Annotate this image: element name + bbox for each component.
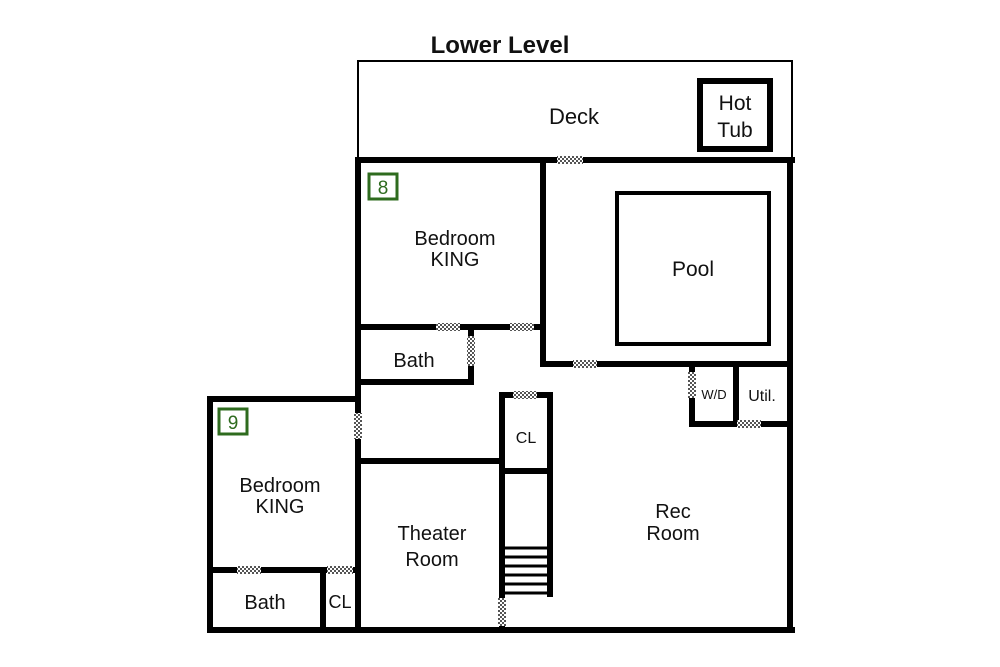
bath-upper-label: Bath	[393, 350, 434, 372]
bedroom-8-label-line2: KING	[431, 249, 480, 271]
wd-label: W/D	[701, 387, 726, 402]
bedroom-9-label-line2: KING	[256, 496, 305, 518]
hot-tub-label-line1: Hot	[719, 92, 752, 115]
doorway	[354, 413, 362, 439]
doorway	[510, 323, 534, 331]
doorway	[327, 566, 353, 574]
bedroom-8-badge: 8	[378, 178, 389, 199]
pool-outline	[615, 191, 771, 346]
doorway	[436, 323, 460, 331]
deck-label: Deck	[549, 104, 600, 129]
theater-room-label-line2: Room	[405, 549, 458, 571]
util-label: Util.	[748, 388, 776, 405]
doorway	[557, 156, 583, 164]
doorway	[688, 372, 696, 398]
pool-label: Pool	[672, 258, 714, 281]
doorway	[513, 391, 537, 399]
doorway	[237, 566, 261, 574]
doorway	[467, 336, 475, 366]
theater-room-label-line1: Theater	[398, 523, 467, 545]
rec-room-label-line2: Room	[646, 523, 699, 545]
doorway	[573, 360, 597, 368]
bedroom-8-label-line1: Bedroom	[414, 228, 495, 250]
hot-tub-outline	[697, 78, 773, 152]
bedroom-9-label-line1: Bedroom	[239, 475, 320, 497]
bath-lower-label: Bath	[244, 592, 285, 614]
rec-room-label-line1: Rec	[655, 501, 691, 523]
bedroom-9-badge: 9	[228, 413, 239, 434]
plan-title: Lower Level	[431, 32, 570, 59]
hot-tub-label-line2: Tub	[717, 119, 752, 142]
closet-lower-label: CL	[328, 592, 351, 612]
stairs	[505, 546, 550, 595]
bedroom-8-badge-box	[367, 172, 399, 201]
doorway	[498, 598, 506, 626]
bedroom-9-badge-box	[217, 407, 249, 436]
doorways	[237, 156, 761, 626]
closet-mid-label: CL	[516, 430, 537, 447]
doorway	[737, 420, 761, 428]
